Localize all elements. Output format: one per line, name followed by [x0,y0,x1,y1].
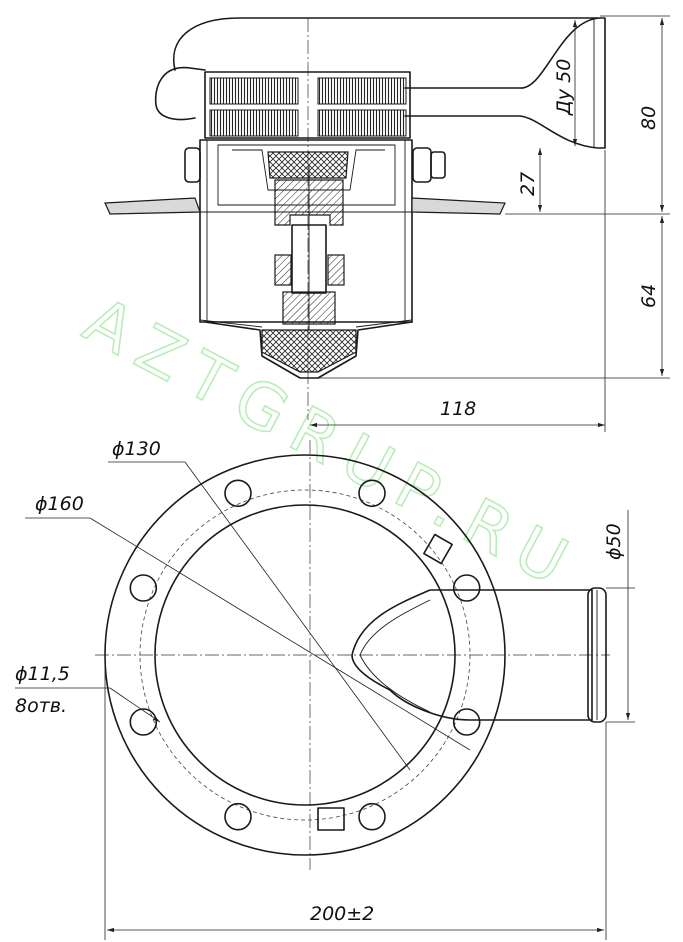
body-circle [154,504,456,806]
trap-top-seal [267,151,349,179]
leader-d160-diag [89,517,471,751]
outlet-hood [154,17,606,149]
flange-left [104,197,201,215]
bolt-hole [129,574,158,602]
bottom-gasket [199,319,413,328]
bolt-hole [452,574,481,602]
trap-stem-right [327,254,345,286]
outlet-pipe-plan [351,589,593,721]
grate-bars-bottom [209,109,299,137]
dim-64: 64 [638,284,660,308]
bolt-left [184,147,201,183]
dim-27: 27 [517,172,539,196]
bolt-right [412,147,432,183]
bottom-plate [204,321,413,379]
outlet-hood-top [173,17,599,71]
trap-lower [282,291,336,325]
dim-80: 80 [638,106,660,130]
bolt-hole [224,479,252,508]
bolt-hole [358,802,386,831]
bottom-cone [261,329,357,373]
fitting-top [423,533,453,565]
bolt-right-head [430,151,446,179]
fitting-bottom [317,807,345,831]
dim-hole-count: 8отв. [15,695,67,717]
bolt-hole [452,708,481,736]
bolt-hole [358,479,386,508]
side-view: Ду 50 80 27 64 118 [104,15,670,432]
bolt-holes [129,479,481,831]
trap-stem-left [274,254,292,286]
bolt-hole [129,708,158,736]
grate-bars-top [209,77,299,105]
dim-118: 118 [440,398,476,420]
outlet-nose [359,599,431,713]
dim-d160: ϕ160 [35,493,84,515]
dim-d50: ϕ50 [603,523,625,560]
bolt-circle [139,489,471,821]
grate-frame [204,71,411,139]
plan-view: ϕ130 ϕ160 ϕ11,5 8отв. ϕ50 200±2 [15,438,635,940]
bolt-hole [224,802,252,831]
grate-bars-bottom-right [317,109,407,137]
dim-d130: ϕ130 [112,438,161,460]
leader-d130-diag [184,461,411,771]
dim-hole-dia: ϕ11,5 [15,663,70,685]
flange-right [411,197,506,215]
dim-200: 200±2 [310,903,374,925]
leader-hole-diag [109,687,161,723]
grate-bars-top-right [317,77,407,105]
dim-du50: Ду 50 [553,59,575,116]
outlet-ring [587,587,607,723]
